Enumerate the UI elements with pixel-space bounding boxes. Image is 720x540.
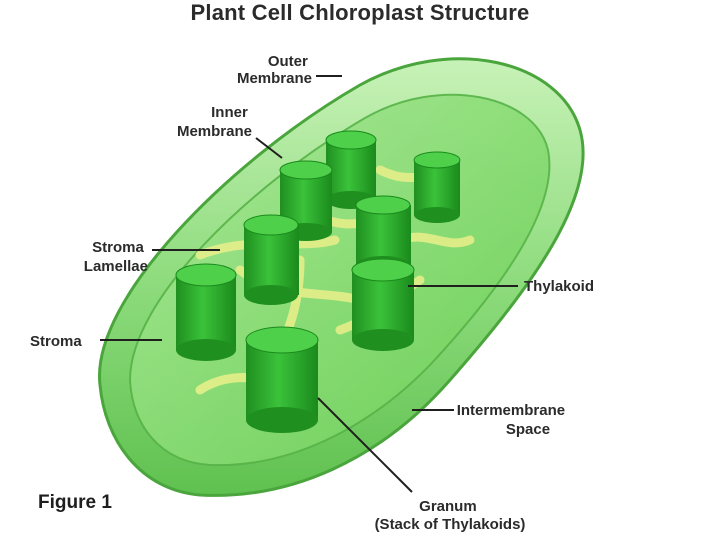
granum-label-line1: Granum (419, 498, 477, 515)
intermembrane-space-label-line1: Intermembrane (457, 402, 565, 419)
granum-stack (244, 215, 299, 305)
stroma-lamellae-label-line1: Stroma (92, 239, 144, 256)
stroma-label: Stroma (30, 333, 82, 350)
granum-label-line2: (Stack of Thylakoids) (375, 516, 526, 533)
stroma-lamellae-label-line2: Lamellae (84, 258, 148, 275)
intermembrane-space-label: Intermembrane Space (457, 402, 570, 438)
granum-label: Granum (Stack of Thylakoids) (375, 498, 526, 533)
outer-membrane-label-line2: Membrane (237, 70, 312, 87)
outer-membrane-label: Outer Membrane (237, 53, 312, 87)
stroma-lamellae-label: Stroma Lamellae (84, 239, 148, 275)
granum-stack (246, 327, 318, 433)
granum-stack (176, 264, 236, 361)
thylakoid-label: Thylakoid (524, 278, 594, 295)
granum-stack (352, 259, 414, 351)
inner-membrane-label: Inner Membrane (177, 104, 252, 140)
inner-membrane-label-line1: Inner (211, 104, 248, 121)
inner-membrane-label-line2: Membrane (177, 123, 252, 140)
outer-membrane-label-line1: Outer (268, 53, 308, 70)
figure-caption: Figure 1 (38, 492, 112, 513)
granum-stack (414, 152, 460, 223)
intermembrane-space-label-line2: Space (506, 421, 550, 438)
